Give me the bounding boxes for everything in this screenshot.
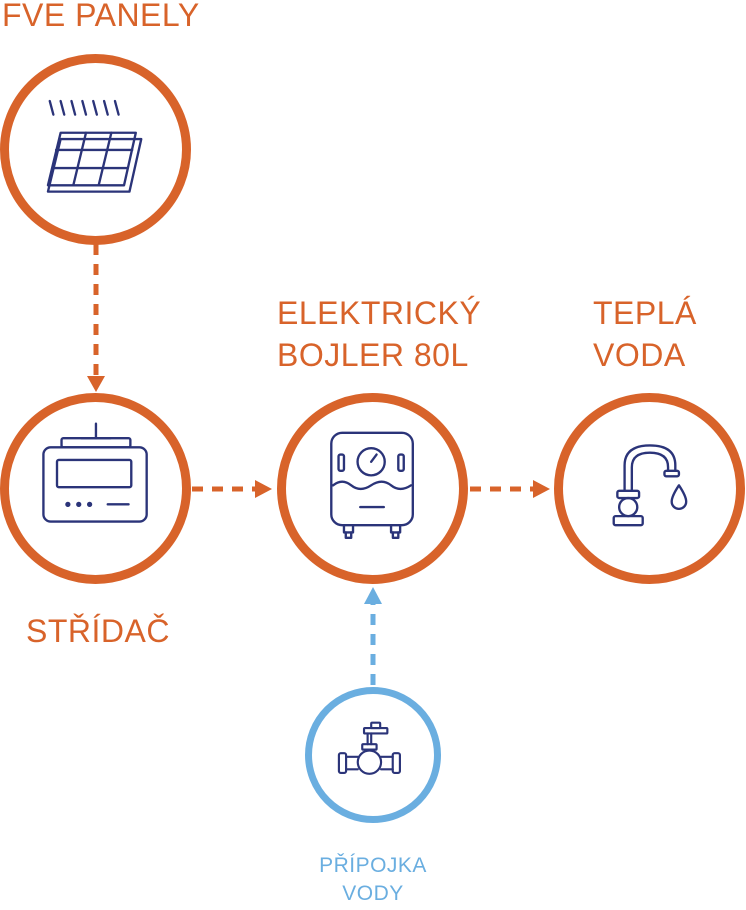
boiler-node (277, 393, 468, 584)
solar-panel-icon (46, 99, 143, 193)
arrow-inverter-to-boiler (192, 480, 272, 498)
water-valve-icon (337, 721, 401, 775)
fve-label: FVE PANELY (2, 0, 200, 33)
hot-water-label-line2: VODA (593, 337, 686, 373)
arrow-water-supply-to-boiler (364, 587, 382, 685)
arrow-fve-to-inverter (87, 244, 105, 392)
fve-node (0, 54, 191, 245)
water-supply-node (305, 687, 441, 823)
boiler-label-line2: BOJLER 80L (277, 337, 469, 373)
boiler-label-line1: ELEKTRICKÝ (277, 295, 482, 331)
faucet-icon (612, 444, 688, 527)
water-heater-icon (330, 431, 414, 540)
hot-water-label-line1: TEPLÁ (593, 295, 697, 331)
inverter-icon (42, 422, 148, 523)
arrow-boiler-to-hot-water (470, 480, 550, 498)
hot-water-node (554, 393, 745, 584)
water-supply-label-line2: VODY (342, 882, 404, 905)
water-supply-label-line1: PŘÍPOJKA (319, 854, 427, 877)
inverter-label: STŘÍDAČ (26, 613, 170, 649)
inverter-node (0, 393, 191, 584)
